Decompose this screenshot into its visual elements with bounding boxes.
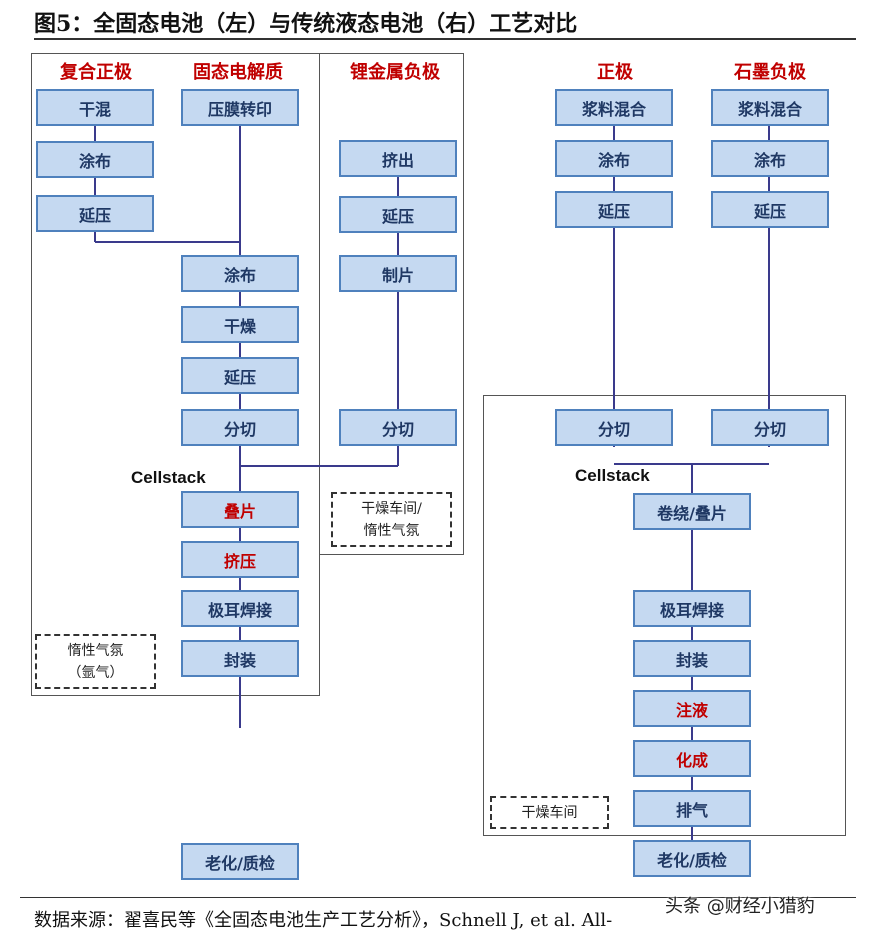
- dry-room-inert-note: 干燥车间/ 惰性气氛: [331, 492, 452, 547]
- header-lithium-anode: 锂金属负极: [350, 62, 440, 83]
- liquid-step-calendering-cathode: 延压: [555, 191, 673, 228]
- liquid-step-formation: 化成: [633, 740, 751, 777]
- step-electrolyte-calendering: 延压: [181, 357, 299, 394]
- note-line: 干燥车间: [521, 804, 578, 821]
- liquid-step-electrolyte-filling: 注液: [633, 690, 751, 727]
- header-graphite-anode: 石墨负极: [734, 62, 806, 83]
- liquid-step-degassing: 排气: [633, 790, 751, 827]
- note-line: 惰性气氛: [67, 642, 124, 659]
- liquid-step-winding-stacking: 卷绕/叠片: [633, 493, 751, 530]
- step-electrolyte-slitting: 分切: [181, 409, 299, 446]
- liquid-step-slitting-cathode: 分切: [555, 409, 673, 446]
- title-rule: [34, 38, 856, 40]
- inert-atmosphere-note: 惰性气氛 （氩气）: [35, 634, 156, 689]
- header-cathode: 正极: [597, 62, 633, 83]
- liquid-step-coating-anode: 涂布: [711, 140, 829, 177]
- solid-cellstack-label: Cellstack: [131, 468, 206, 487]
- liquid-step-coating-cathode: 涂布: [555, 140, 673, 177]
- liquid-step-calendering-anode: 延压: [711, 191, 829, 228]
- step-cathode-calendering: 延压: [36, 195, 154, 232]
- note-line: （氩气）: [67, 664, 124, 681]
- step-drying: 干燥: [181, 306, 299, 343]
- step-anode-calendering: 延压: [339, 196, 457, 233]
- watermark: 头条 @财经小猎豹: [665, 896, 815, 917]
- step-extrusion: 挤出: [339, 140, 457, 177]
- liquid-step-tab-welding: 极耳焊接: [633, 590, 751, 627]
- step-pressing: 挤压: [181, 541, 299, 578]
- liquid-step-packaging: 封装: [633, 640, 751, 677]
- step-dry-mix: 干混: [36, 89, 154, 126]
- step-film-transfer: 压膜转印: [181, 89, 299, 126]
- figure-title: 图5：全固态电池（左）与传统液态电池（右）工艺对比: [34, 11, 578, 37]
- liquid-step-slurry-mix-cathode: 浆料混合: [555, 89, 673, 126]
- liquid-cellstack-label: Cellstack: [575, 466, 650, 485]
- step-tab-welding: 极耳焊接: [181, 590, 299, 627]
- step-cathode-coating: 涂布: [36, 141, 154, 178]
- liquid-dry-room-note: 干燥车间: [490, 796, 609, 829]
- note-line: 惰性气氛: [363, 522, 420, 539]
- liquid-step-aging-inspection: 老化/质检: [633, 840, 751, 877]
- note-line: 干燥车间/: [361, 500, 422, 517]
- step-stacking: 叠片: [181, 491, 299, 528]
- source-note: 数据来源：翟喜民等《全固态电池生产工艺分析》，Schnell J, et al.…: [34, 910, 613, 931]
- liquid-step-slurry-mix-anode: 浆料混合: [711, 89, 829, 126]
- step-packaging: 封装: [181, 640, 299, 677]
- step-anode-slitting: 分切: [339, 409, 457, 446]
- lithium-anode-frame: [319, 53, 464, 555]
- step-aging-inspection: 老化/质检: [181, 843, 299, 880]
- step-electrolyte-coating: 涂布: [181, 255, 299, 292]
- header-composite-cathode: 复合正极: [60, 62, 132, 83]
- header-solid-electrolyte: 固态电解质: [193, 62, 283, 83]
- liquid-assembly-frame: [483, 395, 846, 836]
- liquid-step-slitting-anode: 分切: [711, 409, 829, 446]
- step-sheet-cutting: 制片: [339, 255, 457, 292]
- footer-rule: [20, 897, 856, 898]
